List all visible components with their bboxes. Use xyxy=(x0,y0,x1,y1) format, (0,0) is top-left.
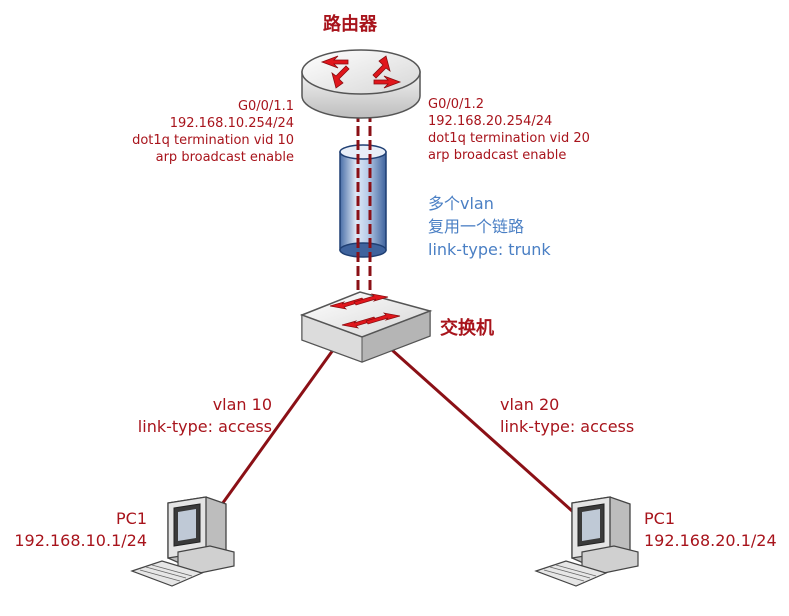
link-right-type: link-type: access xyxy=(500,417,635,436)
interface-right-ip: 192.168.20.254/24 xyxy=(428,114,553,129)
pc-left-label: PC1 192.168.10.1/24 xyxy=(14,508,147,552)
interface-left-arp: arp broadcast enable xyxy=(155,150,294,165)
interface-left-name: G0/0/1.1 xyxy=(237,99,294,114)
access-link-right xyxy=(391,348,581,520)
router-icon xyxy=(301,49,421,119)
interface-left-ip: 192.168.10.254/24 xyxy=(169,116,294,131)
pc-right-label: PC1 192.168.20.1/24 xyxy=(644,508,777,552)
link-left-vlan: vlan 10 xyxy=(212,395,272,414)
trunk-link xyxy=(356,112,372,298)
trunk-note-line1: 多个vlan xyxy=(428,194,494,213)
pc-left-name: PC1 xyxy=(116,509,147,528)
interface-left-encap: dot1q termination vid 10 xyxy=(132,133,294,148)
pc-right-icon xyxy=(534,496,639,587)
interface-right-config: G0/0/1.2 192.168.20.254/24 dot1q termina… xyxy=(428,96,590,164)
router-title: 路由器 xyxy=(323,14,377,35)
link-right-vlan: vlan 20 xyxy=(500,395,560,414)
trunk-note-line2: 复用一个链路 xyxy=(428,217,525,236)
link-right-label: vlan 20 link-type: access xyxy=(500,394,634,438)
trunk-note: 多个vlan 复用一个链路 link-type: trunk xyxy=(428,192,551,261)
interface-right-encap: dot1q termination vid 20 xyxy=(428,131,590,146)
trunk-tube xyxy=(339,144,387,258)
pc-right-name: PC1 xyxy=(644,509,675,528)
access-link-left xyxy=(210,349,335,519)
link-left-type: link-type: access xyxy=(137,417,272,436)
pc-left-icon xyxy=(130,496,235,587)
interface-right-name: G0/0/1.2 xyxy=(428,97,485,112)
switch-icon xyxy=(299,291,433,363)
trunk-note-line3: link-type: trunk xyxy=(428,240,551,259)
interface-right-arp: arp broadcast enable xyxy=(428,148,567,163)
switch-title: 交换机 xyxy=(440,318,494,339)
link-left-label: vlan 10 link-type: access xyxy=(138,394,272,438)
interface-left-config: G0/0/1.1 192.168.10.254/24 dot1q termina… xyxy=(132,98,294,166)
pc-left-ip: 192.168.10.1/24 xyxy=(14,531,147,550)
pc-right-ip: 192.168.20.1/24 xyxy=(644,531,777,550)
